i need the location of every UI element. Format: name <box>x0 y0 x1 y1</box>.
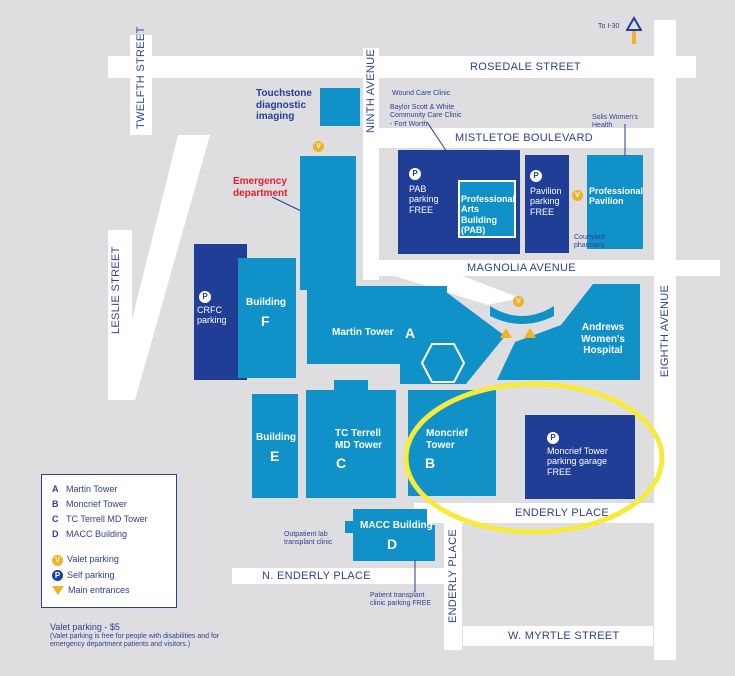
valet-pin-andrews: V <box>513 296 524 307</box>
building-e-label: Building <box>256 432 296 443</box>
martin-tower-label: Martin Tower <box>332 327 394 338</box>
courtyard-label: Courtyard pharmacy <box>574 234 605 250</box>
tc-terrell-label: TC Terrell MD Tower <box>335 428 383 451</box>
crfc-label: CRFC parking <box>197 305 227 326</box>
pavilion-label: Professional Pavilion <box>589 186 644 207</box>
label-enderly-v: ENDERLY PLACE <box>447 529 459 623</box>
valet-pin-pavilion: V <box>572 190 583 201</box>
pab-label: Professional Arts Building (PAB) <box>461 194 516 236</box>
entrance-icon <box>52 585 64 595</box>
label-n-enderly: N. ENDERLY PLACE <box>262 570 371 582</box>
pab-building <box>458 180 516 238</box>
road-enderly <box>414 503 654 523</box>
macc-building <box>345 509 435 561</box>
andrews-building <box>497 284 640 380</box>
pavilion-parking-label: Pavilion parking FREE <box>530 186 562 217</box>
building-e-letter: E <box>270 448 280 464</box>
road-w-myrtle <box>463 626 653 646</box>
self-pin-crfc: P <box>199 291 211 303</box>
label-to-i30: To I-30 <box>598 23 620 30</box>
transplant-leader <box>414 560 416 592</box>
building-f <box>238 258 296 378</box>
building-f-letter: F <box>261 313 270 329</box>
macc-letter: D <box>387 536 398 552</box>
tc-terrell-letter: C <box>336 455 347 471</box>
touchstone-building <box>320 88 360 126</box>
atrium-hexagon <box>420 343 466 383</box>
transplant-parking-label: Patient transplant clinic parking FREE <box>370 592 432 608</box>
road-eighth <box>654 20 676 660</box>
building-e <box>252 394 298 498</box>
wound-care-label: Wound Care Clinic <box>392 90 451 97</box>
road-magnolia <box>363 260 720 276</box>
emergency-building <box>300 156 356 290</box>
label-w-myrtle: W. MYRTLE STREET <box>508 630 620 642</box>
baylor-leader <box>426 121 448 153</box>
label-enderly: ENDERLY PLACE <box>515 507 609 519</box>
self-pin-pab: P <box>409 168 421 180</box>
moncrief-tower-building <box>408 390 496 496</box>
label-magnolia: MAGNOLIA AVENUE <box>467 262 576 274</box>
andrews-label: Andrews Women's Hospital <box>581 322 625 356</box>
moncrief-garage-label: Moncrief Tower parking garage FREE <box>547 446 608 477</box>
macc-label: MACC Building <box>360 520 433 531</box>
label-mistletoe: MISTLETOE BOULEVARD <box>455 132 593 144</box>
north-arrow-icon <box>626 16 642 44</box>
outpatient-label: Outpatient lab transplant clinic <box>284 531 333 547</box>
moncrief-label: Moncrief Tower <box>426 428 468 451</box>
entrance-arc <box>490 306 554 324</box>
label-twelfth: TWELFTH STREET <box>135 26 147 129</box>
solis-label: Solis Women's Health <box>592 114 638 130</box>
label-eighth: EIGHTH AVENUE <box>659 284 671 378</box>
label-leslie: LESLIE STREET <box>110 246 122 334</box>
baylor-label: Baylor Scott & White Community Care Clin… <box>390 104 462 128</box>
building-f-label: Building <box>246 297 286 308</box>
main-entrance-icons <box>500 328 536 338</box>
label-ninth: NINTH AVENUE <box>365 48 377 134</box>
valet-price: Valet parking - $5 <box>50 622 120 632</box>
valet-pin-emergency: V <box>313 141 324 152</box>
valet-icon: V <box>52 555 63 566</box>
highlight-circle <box>403 381 665 535</box>
road-ninth <box>363 48 379 280</box>
self-pin-pavilion: P <box>530 170 542 182</box>
martin-tower-wedge <box>400 286 505 384</box>
legend-row-entrances: Main entrances <box>52 585 130 596</box>
valet-note: (Valet parking is free for people with d… <box>50 633 220 649</box>
pab-parking-label: PAB parking FREE <box>409 184 439 215</box>
road-rosedale <box>108 56 696 78</box>
touchstone-label: Touchstone diagnostic imaging <box>256 88 312 122</box>
martin-tower-letter: A <box>405 325 416 341</box>
emergency-label: Emergency department <box>233 176 288 199</box>
road-twelfth <box>130 35 152 135</box>
label-rosedale: ROSEDALE STREET <box>470 61 581 73</box>
road-enderly-v <box>444 520 462 650</box>
tc-terrell-building <box>306 380 396 498</box>
self-pin-moncrief: P <box>547 432 559 444</box>
moncrief-letter: B <box>425 455 436 471</box>
self-parking-icon: P <box>52 570 63 581</box>
pavilion-building <box>587 155 643 249</box>
road-n-enderly <box>232 568 444 584</box>
solis-leader <box>624 124 626 156</box>
moncrief-garage-building <box>525 415 635 499</box>
